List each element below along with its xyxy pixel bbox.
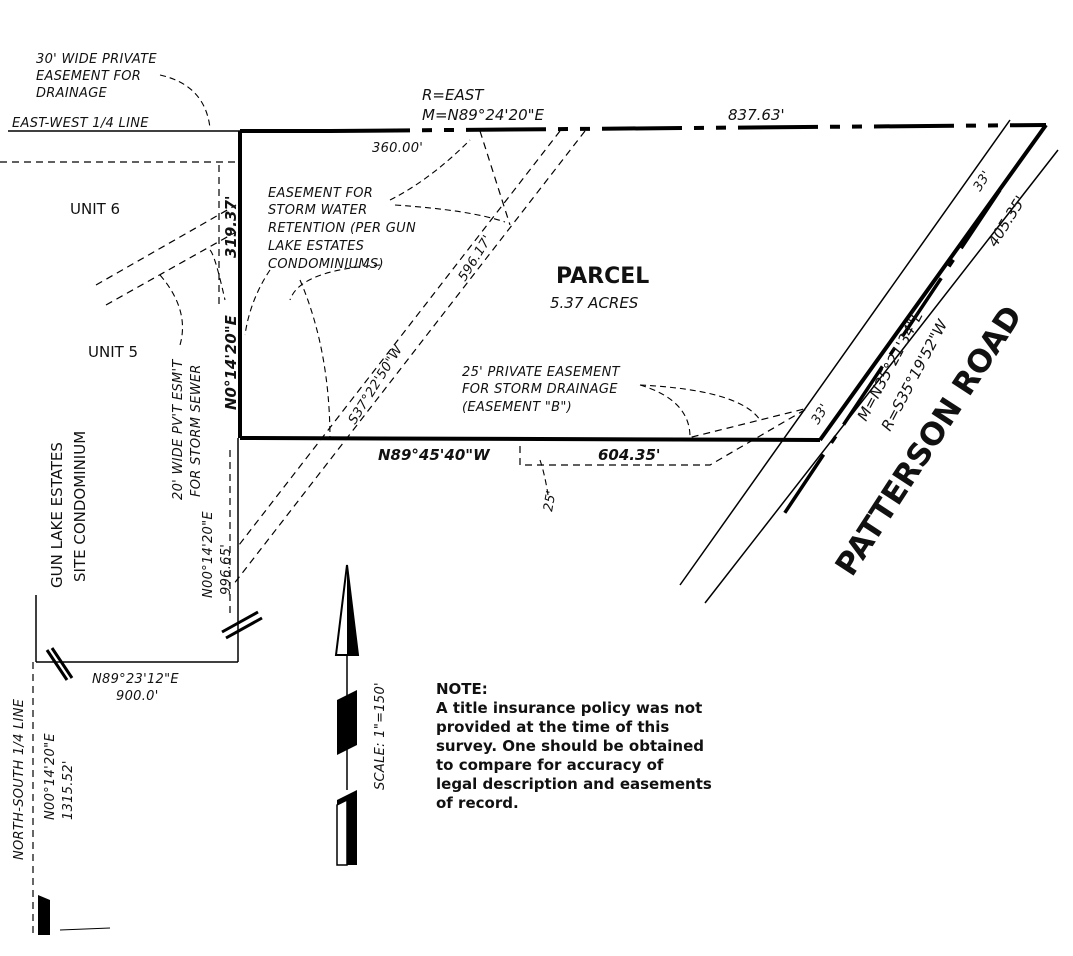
east-west-line-label: EAST-WEST 1/4 LINE (12, 116, 149, 131)
south-easement-width: 25' (541, 489, 559, 512)
north-record-bearing: R=EAST (422, 86, 485, 104)
north-length: 837.63' (728, 106, 785, 124)
storm-water-easement-label-5: CONDOMINIUMS) (268, 257, 384, 272)
north-partial-length: 360.00' (372, 141, 423, 156)
road-width-top: 33' (971, 168, 995, 194)
drainage-easement-label-2: EASEMENT FOR (36, 69, 141, 84)
south-tie-length: 900.0' (116, 689, 159, 704)
lower-west-bearing: N00°14'20"E (201, 511, 216, 598)
storm-water-easement-label-1: EASEMENT FOR (268, 186, 373, 201)
parcel-area: 5.37 ACRES (550, 294, 639, 312)
note-line-4: to compare for accuracy of (436, 756, 664, 774)
easement-b-lines (519, 407, 809, 466)
note-line-2: provided at the time of this (436, 718, 669, 736)
note-heading: NOTE: (436, 680, 488, 698)
condominium-label-2: SITE CONDOMINIUM (71, 431, 89, 582)
corner-mark (38, 895, 111, 935)
west-side-bearing: N0°14'20"E (222, 314, 240, 410)
lower-west-length: 996.65' (219, 544, 234, 595)
west-side-length: 319.37' (222, 196, 240, 258)
north-measured-bearing: M=N89°24'20"E (422, 106, 545, 124)
leader-arrows (159, 74, 761, 496)
ns-bearing: N00°14'20"E (43, 733, 58, 820)
parcel-boundary (238, 123, 1048, 442)
note-line-5: legal description and easements (436, 775, 712, 793)
drainage-easement-label-3: DRAINAGE (36, 86, 108, 101)
condominium-label-1: GUN LAKE ESTATES (48, 442, 66, 588)
road-width-bottom: 33' (809, 401, 833, 427)
unit-6-label: UNIT 6 (70, 200, 120, 218)
unit-5-label: UNIT 5 (88, 343, 138, 361)
storm-water-easement-label-4: LAKE ESTATES (268, 239, 364, 254)
lower-west-line (32, 438, 263, 935)
parcel-title: PARCEL (556, 264, 649, 289)
storm-water-easement-label-3: RETENTION (PER GUN (268, 221, 416, 236)
note-line-3: survey. One should be obtained (436, 737, 704, 755)
note-line-6: of record. (436, 794, 519, 812)
note-line-1: A title insurance policy was not (436, 699, 702, 717)
drainage-easement-label-1: 30' WIDE PRIVATE (36, 52, 157, 67)
scale-label: SCALE: 1"=150' (373, 682, 388, 790)
ns-length: 1315.52' (61, 760, 76, 820)
easement-b-label-2: FOR STORM DRAINAGE (462, 382, 618, 397)
patterson-road-lines (679, 119, 1059, 604)
sewer-easement-lines (95, 165, 237, 306)
storm-water-easement-label-2: STORM WATER (268, 203, 367, 218)
storm-water-easement-lines (232, 130, 586, 586)
south-bearing: N89°45'40"W (378, 446, 491, 464)
easement-b-label-1: 25' PRIVATE EASEMENT (462, 365, 621, 380)
diagonal-bearing: S37°22'50"W (346, 342, 407, 427)
north-south-line-label: NORTH-SOUTH 1/4 LINE (12, 698, 27, 860)
north-arrow-icon (334, 564, 360, 866)
easement-b-label-3: (EASEMENT "B") (462, 400, 572, 415)
sewer-easement-label-1: 20' WIDE PV'T ESM'T (171, 359, 186, 500)
south-tie-bearing: N89°23'12"E (92, 672, 179, 687)
survey-note: NOTE: A title insurance policy was not p… (436, 680, 712, 812)
sewer-easement-label-2: FOR STORM SEWER (189, 364, 204, 497)
south-length: 604.35' (598, 446, 660, 464)
